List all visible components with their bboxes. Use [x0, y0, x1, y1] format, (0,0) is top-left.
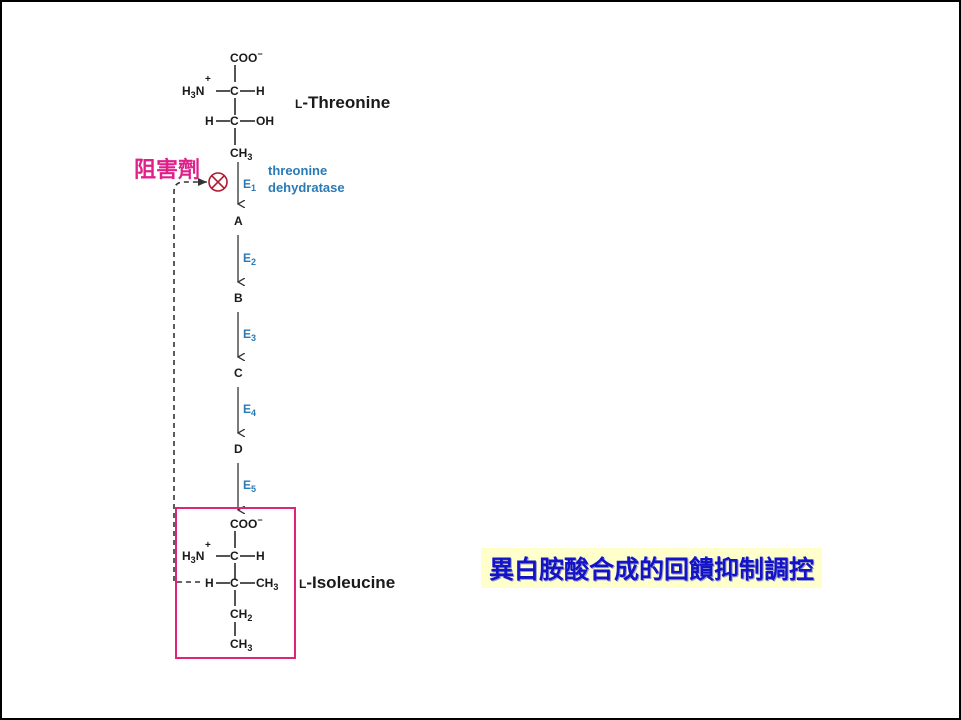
isoleucine-terminal-methyl: CH3 [230, 637, 252, 653]
threonine-structure: COO− + H3N C H H C OH CH3 [182, 49, 274, 162]
inhibitor-label: 阻害劑 [134, 158, 201, 183]
threonine-beta-h: H [205, 114, 214, 128]
isoleucine-amino-group: H3N [182, 549, 204, 565]
isoleucine-alpha-h: H [256, 549, 265, 563]
threonine-alpha-carbon: C [230, 84, 239, 98]
isoleucine-name: L-Isoleucine [299, 573, 395, 592]
pathway-enzymes: E2 E3 E4 E5 [243, 251, 256, 494]
isoleucine-beta-methyl: CH3 [256, 576, 278, 592]
threonine-charge-plus: + [205, 74, 211, 85]
isoleucine-methylene: CH2 [230, 607, 252, 623]
isoleucine-structure: COO− + H3N C H H C CH3 CH2 CH3 [182, 515, 278, 653]
isoleucine-coo: COO− [230, 515, 263, 531]
threonine-amino-group: H3N [182, 84, 204, 100]
threonine-coo: COO− [230, 49, 263, 65]
pathway-intermediates: A B C D [234, 214, 243, 456]
enzyme-e1-name-line2: dehydratase [268, 180, 345, 195]
isoleucine-charge-plus: + [205, 540, 211, 551]
threonine-methyl: CH3 [230, 146, 252, 162]
intermediate-b: B [234, 291, 243, 305]
intermediate-a: A [234, 214, 243, 228]
isoleucine-beta-h: H [205, 576, 214, 590]
isoleucine-alpha-carbon: C [230, 549, 239, 563]
threonine-name: L-Threonine [295, 93, 390, 112]
enzyme-e1-name-line1: threonine [268, 163, 327, 178]
isoleucine-beta-carbon: C [230, 576, 239, 590]
intermediate-c: C [234, 366, 243, 380]
enzyme-e3: E3 [243, 327, 256, 343]
enzyme-e2: E2 [243, 251, 256, 267]
isoleucine-highlight-box [175, 507, 296, 659]
enzyme-e4: E4 [243, 402, 256, 418]
intermediate-d: D [234, 442, 243, 456]
enzyme-e1: E1 [243, 177, 256, 193]
threonine-alpha-h: H [256, 84, 265, 98]
feedback-inhibition-arrow [173, 178, 207, 583]
threonine-hydroxyl: OH [256, 114, 274, 128]
threonine-beta-carbon: C [230, 114, 239, 128]
inhibition-icon [208, 172, 228, 192]
enzyme-e5: E5 [243, 478, 256, 494]
slide-caption: 異白胺酸合成的回饋抑制調控 [481, 548, 823, 588]
